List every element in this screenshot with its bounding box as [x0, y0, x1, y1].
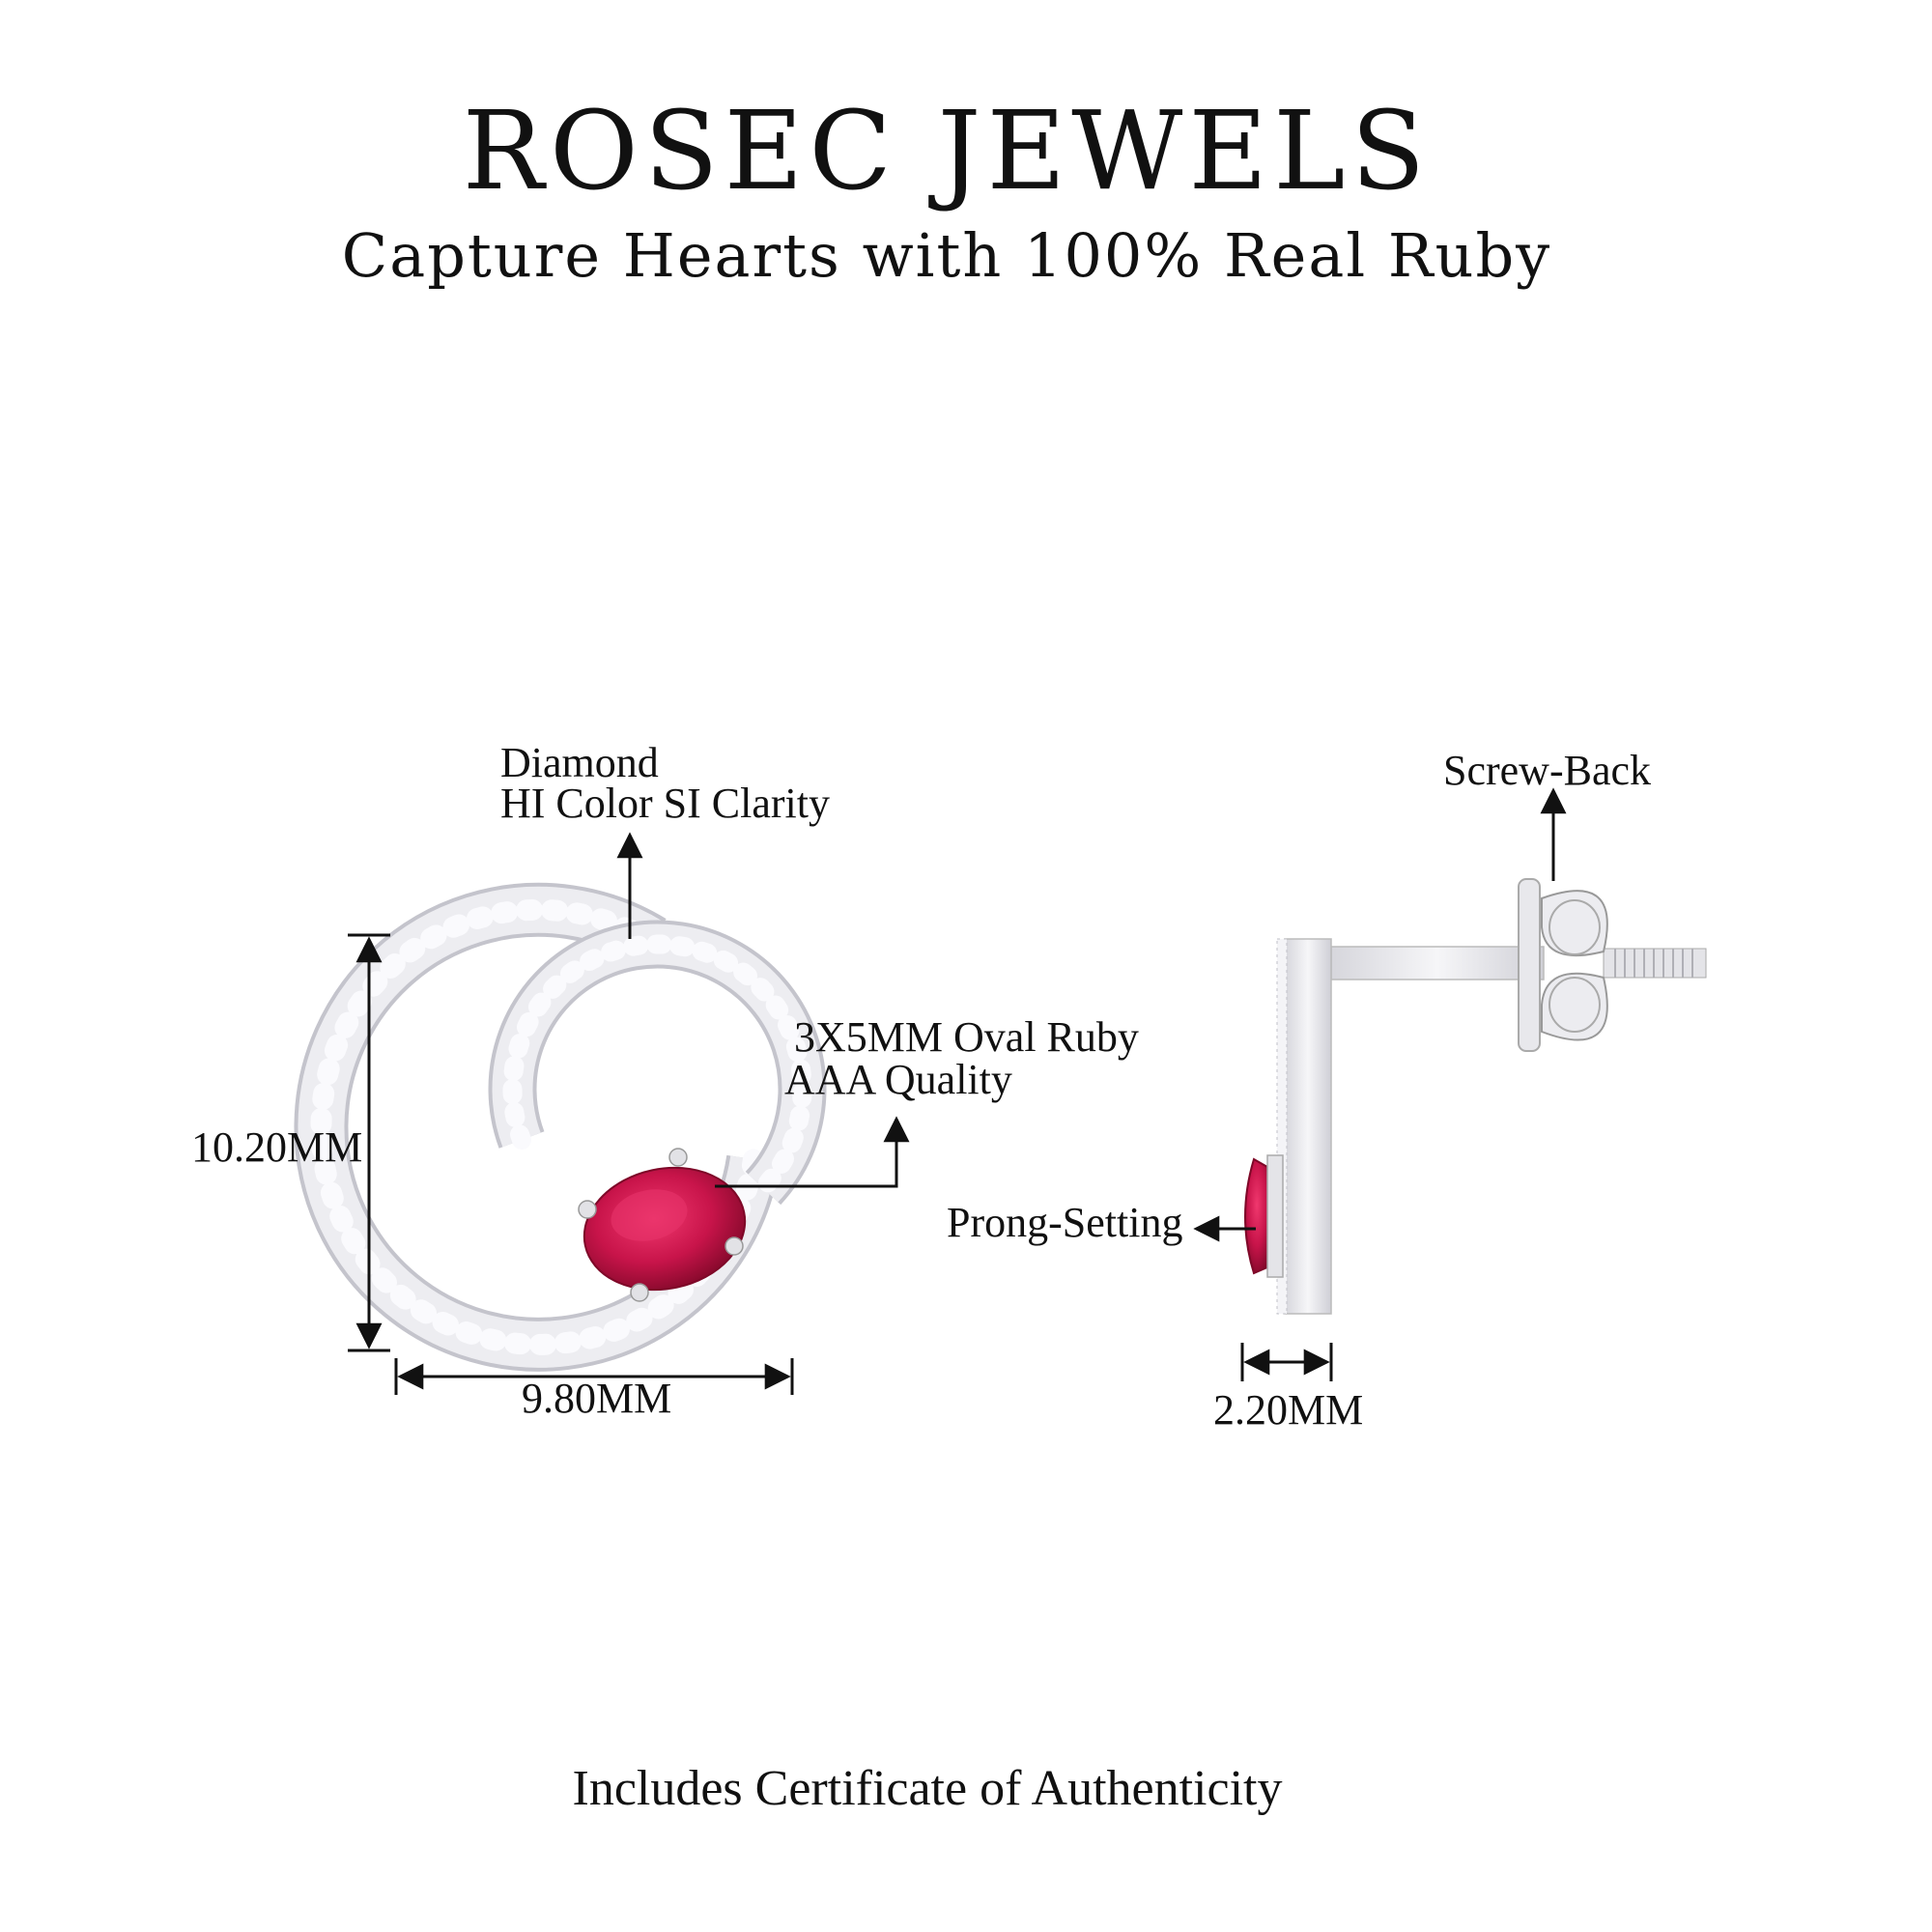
depth-label: 2.20MM: [1213, 1386, 1364, 1434]
screw-back-label: Screw-Back: [1443, 747, 1652, 794]
height-dimension: [348, 933, 390, 1352]
brand-title: ROSEC JEWELS: [462, 89, 1432, 214]
tagline: Capture Hearts with 100% Real Ruby: [341, 220, 1552, 291]
certificate-note: Includes Certificate of Authenticity: [572, 1761, 1283, 1816]
ruby-callout-line: [715, 1116, 910, 1188]
diamond-label-line2: HI Color SI Clarity: [500, 780, 830, 827]
diamond-label-line1: Diamond: [500, 739, 659, 786]
earring-front-view: [294, 882, 827, 1372]
ruby-label-line1: 3X5MM Oval Ruby: [794, 1013, 1139, 1061]
side-plate: [1284, 938, 1332, 1315]
depth-dimension: [1240, 1343, 1333, 1381]
earring-post: [1330, 946, 1545, 980]
ruby-label-line2: AAA Quality: [784, 1056, 1012, 1103]
width-dimension: [394, 1358, 794, 1395]
prong: [724, 1236, 744, 1256]
prong: [578, 1200, 597, 1219]
prong: [668, 1148, 688, 1167]
height-label: 10.20MM: [191, 1123, 363, 1171]
earring-side-view: [1244, 878, 1707, 1315]
width-label: 9.80MM: [522, 1375, 672, 1422]
prong-setting-label: Prong-Setting: [947, 1199, 1183, 1246]
prong: [630, 1283, 649, 1302]
screw-back-nut: [1518, 878, 1541, 1052]
